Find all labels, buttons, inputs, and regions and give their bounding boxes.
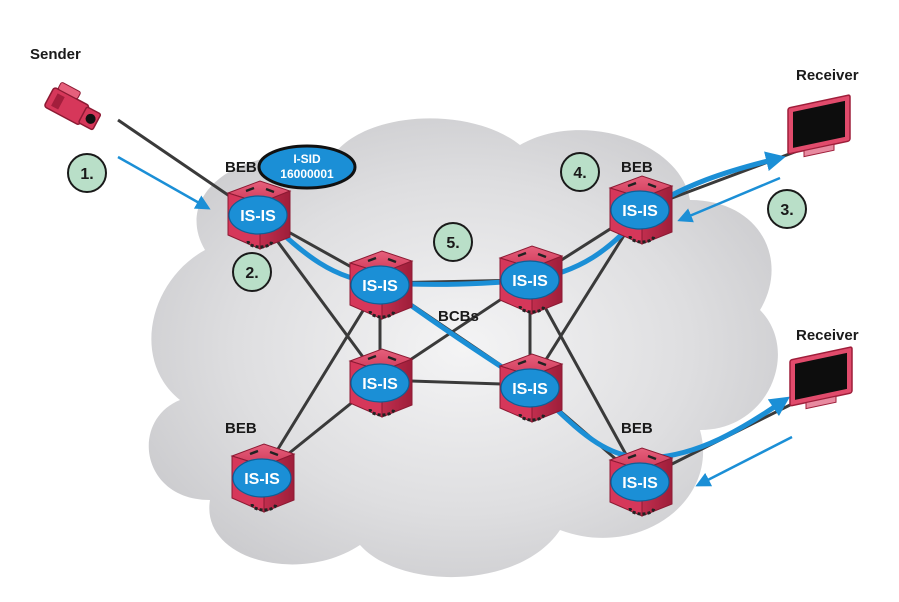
isis-badge <box>500 260 560 300</box>
step-circle <box>767 189 807 229</box>
switch-node-bcb-tr: IS-IS <box>498 245 564 315</box>
isis-badge <box>350 265 410 305</box>
link-beb-tl-bcb-bl <box>256 214 382 381</box>
isis-badge-label: IS-IS <box>622 203 658 220</box>
step-number: 4. <box>573 165 586 182</box>
beb-bottom-left-label: BEB <box>225 420 257 437</box>
switch-nodes: IS-IS IS-IS IS-IS IS-IS IS-IS IS-IS IS-IS IS-IS <box>226 175 674 517</box>
isis-badge-label: IS-IS <box>512 381 548 398</box>
switch-node-beb-br: IS-IS <box>608 447 674 517</box>
switch-node-beb-bl: IS-IS <box>230 443 296 513</box>
step-number: 2. <box>245 265 258 282</box>
step-number: 1. <box>80 166 93 183</box>
link-bcb-tr-beb-br <box>528 279 642 481</box>
switch-node-beb-tl: IS-IS <box>226 180 292 250</box>
switch-node-bcb-br: IS-IS <box>498 353 564 423</box>
beb-bottom-right-label: BEB <box>621 420 653 437</box>
step-circle <box>560 152 600 192</box>
step-markers: 1. 2. 3. 4. 5. <box>67 152 807 292</box>
isis-badge-label: IS-IS <box>240 208 276 225</box>
step-circle <box>232 252 272 292</box>
isid-label: I-SID <box>293 152 321 166</box>
step-marker-2: 2. <box>232 252 272 292</box>
isis-badge <box>610 190 670 230</box>
video-camera-icon <box>44 82 102 131</box>
isis-badge-label: IS-IS <box>244 471 280 488</box>
isis-badge <box>610 462 670 502</box>
bcbs-label: BCBs <box>438 308 479 325</box>
step-marker-3: 3. <box>767 189 807 229</box>
isis-badge <box>350 363 410 403</box>
isis-badge <box>500 368 560 408</box>
isis-badge-label: IS-IS <box>362 278 398 295</box>
step-marker-5: 5. <box>433 222 473 262</box>
step-circle <box>433 222 473 262</box>
link-bcb-br-beb-tr <box>528 209 642 386</box>
isis-badge <box>228 195 288 235</box>
flow-path-bottom-receiver <box>377 280 790 461</box>
step-circle <box>67 153 107 193</box>
link-bcb-tl-beb-bl <box>260 282 382 476</box>
monitor-icon-bottom <box>789 346 853 410</box>
step-number: 3. <box>780 202 793 219</box>
arrow-sender-to-beb <box>117 155 211 210</box>
beb-top-right-label: BEB <box>621 159 653 176</box>
step-marker-1: 1. <box>67 153 107 193</box>
receiver-top-label: Receiver <box>796 67 859 84</box>
isid-badge: I-SID 16000001 <box>257 144 357 190</box>
sender-label: Sender <box>30 46 81 63</box>
isis-badge-label: IS-IS <box>362 376 398 393</box>
beb-top-left-label: BEB <box>225 159 257 176</box>
switch-node-bcb-bl: IS-IS <box>348 348 414 418</box>
arrow-receiver-top-join <box>677 176 781 223</box>
isid-value: 16000001 <box>280 167 334 181</box>
isis-badge-label: IS-IS <box>512 273 548 290</box>
isis-badge-label: IS-IS <box>622 475 658 492</box>
isid-ellipse <box>257 144 357 190</box>
receiver-bottom-label: Receiver <box>796 327 859 344</box>
monitor-icon-top <box>787 94 851 158</box>
switch-node-bcb-tl: IS-IS <box>348 250 414 320</box>
isis-badge <box>232 458 292 498</box>
step-number: 5. <box>446 235 459 252</box>
arrow-receiver-bottom-join <box>695 435 793 487</box>
step-marker-4: 4. <box>560 152 600 192</box>
signal-arrows <box>117 155 793 487</box>
switch-node-beb-tr: IS-IS <box>608 175 674 245</box>
